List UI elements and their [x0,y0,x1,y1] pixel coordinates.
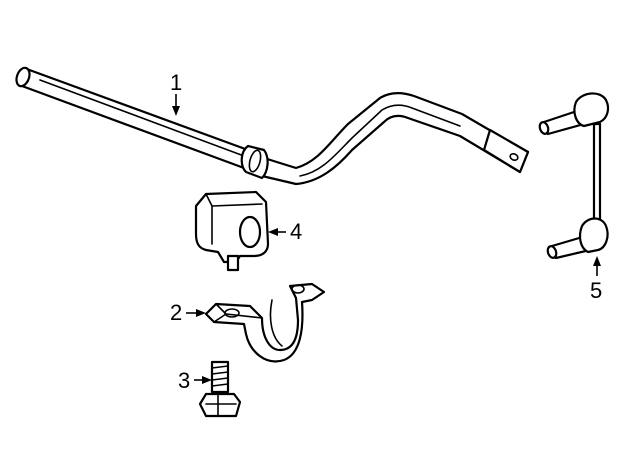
callout-5: 5 [590,256,602,303]
arrow-3 [202,376,212,384]
callout-label-4: 4 [290,219,302,244]
arrow-2 [196,309,206,317]
bushing [194,190,270,272]
bolt [198,360,242,418]
callout-label-1: 1 [170,70,182,95]
stabilizer-link [538,92,610,260]
callout-4: 4 [268,219,302,244]
callout-1: 1 [170,70,182,116]
callout-label-2: 2 [170,300,182,325]
callout-label-5: 5 [590,278,602,303]
callout-3: 3 [178,368,212,393]
callout-label-3: 3 [178,368,190,393]
arrow-4 [268,228,278,236]
arrow-5 [593,256,601,266]
callout-2: 2 [170,300,206,325]
bracket [204,282,326,363]
arrow-1 [172,106,180,116]
stabilizer-bar [15,66,530,186]
